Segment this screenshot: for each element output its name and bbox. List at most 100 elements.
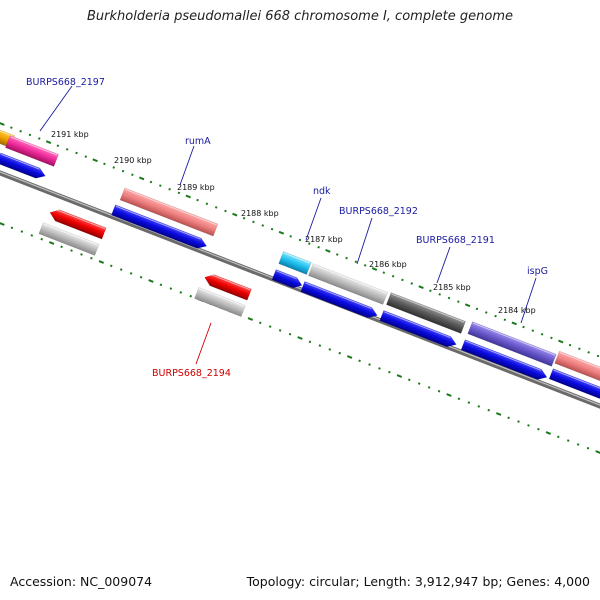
outer-tick-mark [224, 209, 227, 213]
gene-label-burps668-2197: BURPS668_2197 [26, 77, 105, 88]
outer-tick-mark [56, 144, 60, 148]
feature-cds-edge-shape [548, 368, 600, 399]
tick-label-2186: 2186 kbp [369, 260, 407, 269]
feature-ruma-shape [119, 187, 219, 237]
feature-cds-2191 [379, 310, 457, 347]
inner-tick-mark [288, 332, 292, 336]
feature-pink-edge-highlight [559, 352, 600, 375]
outer-tick-mark [177, 191, 181, 195]
inner-tick-mark [247, 317, 254, 321]
feature-ispg-highlight [472, 322, 556, 356]
outer-tick-mark [354, 260, 358, 264]
feature-burps668-2197-shape [5, 135, 59, 167]
feature-cds-2192-shape [300, 281, 378, 318]
feature-gray-a-highlight [43, 223, 98, 246]
feature-pink-edge-shape [554, 350, 600, 386]
outer-tick-mark [138, 176, 145, 181]
feature-gray-a [38, 222, 100, 256]
gene-label-ndk: ndk [313, 186, 331, 197]
inner-tick-mark [318, 344, 322, 347]
feature-ruma [119, 187, 219, 237]
feature-ispg [467, 321, 557, 367]
feature-burps668-2192-shape [308, 263, 388, 305]
feature-pink-edge [554, 350, 600, 386]
inner-tick-mark [545, 431, 552, 435]
inner-tick-mark [566, 439, 570, 442]
outer-tick-mark [65, 148, 69, 151]
outer-tick-mark [214, 206, 218, 209]
feature-cds-ndk-highlight [276, 270, 297, 280]
gene-label-ruma: rumA [185, 136, 211, 147]
outer-tick-mark [568, 343, 572, 347]
inner-tick-mark [0, 222, 5, 226]
tick-label-2190: 2190 kbp [114, 156, 152, 165]
inner-tick-mark [159, 283, 163, 287]
outer-tick-mark [112, 166, 116, 169]
outer-tick-mark [558, 339, 564, 344]
feature-cds-2191-shape [379, 310, 457, 347]
gene-label-burps668-2191: BURPS668_2191 [416, 235, 495, 246]
feature-ndk-highlight [283, 252, 311, 264]
tick-label-2188: 2188 kbp [241, 209, 279, 218]
feature-ndk-shape [278, 251, 312, 275]
gene-labels: BURPS668_2197 rumA ndk BURPS668_2192 BUR… [26, 77, 548, 379]
feature-red-cds-2194-highlight [207, 272, 251, 291]
feature-cds-2191-highlight [384, 311, 451, 339]
outer-tick-mark [308, 242, 311, 245]
outer-tick-mark [84, 155, 88, 158]
outer-tick-mark [289, 235, 292, 238]
inner-tick-mark [437, 389, 441, 393]
outer-tick-mark [578, 347, 581, 351]
feature-red-cds-2194 [204, 272, 252, 301]
inner-tick-mark [446, 393, 452, 397]
outer-tick-mark [37, 137, 41, 140]
outer-tick-mark [19, 129, 22, 133]
inner-tick-mark [297, 336, 303, 340]
outer-tick-mark [325, 249, 331, 253]
outer-tick-track [0, 122, 600, 358]
inner-tick-mark [148, 279, 154, 283]
outer-tick-mark [261, 224, 265, 227]
outer-tick-mark [438, 293, 441, 296]
feature-cds-ispg-shape [460, 339, 548, 380]
tick-label-2185: 2185 kbp [433, 283, 471, 292]
inner-tick-mark [507, 416, 510, 420]
outer-tick-mark [10, 126, 13, 129]
inner-tick-mark [179, 291, 183, 294]
feature-gray-a-shape [38, 222, 100, 256]
leader-ndk [305, 197, 322, 241]
inner-tick-mark [268, 325, 272, 328]
inner-tick-mark [586, 446, 590, 450]
inner-tick-mark [378, 367, 381, 370]
inner-tick-mark [139, 275, 143, 279]
feature-cds-ruma-highlight [115, 205, 201, 240]
feature-cds-2197 [0, 152, 46, 179]
outer-tick-mark [232, 212, 238, 217]
inner-tick-mark [358, 359, 361, 363]
inner-tick-mark [527, 424, 530, 427]
feature-gray-2194-highlight [199, 288, 245, 307]
tick-label-2184: 2184 kbp [498, 306, 536, 315]
outer-tick-mark [464, 303, 471, 308]
feature-cds-2192 [300, 281, 378, 318]
outer-tick-mark [159, 184, 162, 187]
feature-cds-ndk-shape [271, 269, 303, 289]
outer-tick-mark [278, 230, 285, 235]
outer-tick-mark [484, 311, 488, 314]
outer-tick-mark [457, 300, 460, 303]
leader-burps668-2191 [436, 246, 451, 284]
feature-red-cds-a [49, 207, 107, 240]
feature-burps668-2197-highlight [10, 136, 58, 156]
outer-tick-mark [475, 307, 479, 311]
inner-tick-mark [278, 329, 282, 332]
gene-label-ispg: ispG [527, 266, 548, 277]
feature-burps668-2191-highlight [391, 293, 465, 323]
inner-tick-mark [368, 363, 371, 366]
feature-cds-ruma [111, 204, 208, 249]
feature-gray-2194 [194, 287, 246, 317]
inner-tick-mark [576, 443, 580, 446]
inner-tick-mark [417, 382, 421, 385]
inner-tick-mark [189, 294, 193, 298]
feature-cds-2197-highlight [1, 153, 40, 170]
